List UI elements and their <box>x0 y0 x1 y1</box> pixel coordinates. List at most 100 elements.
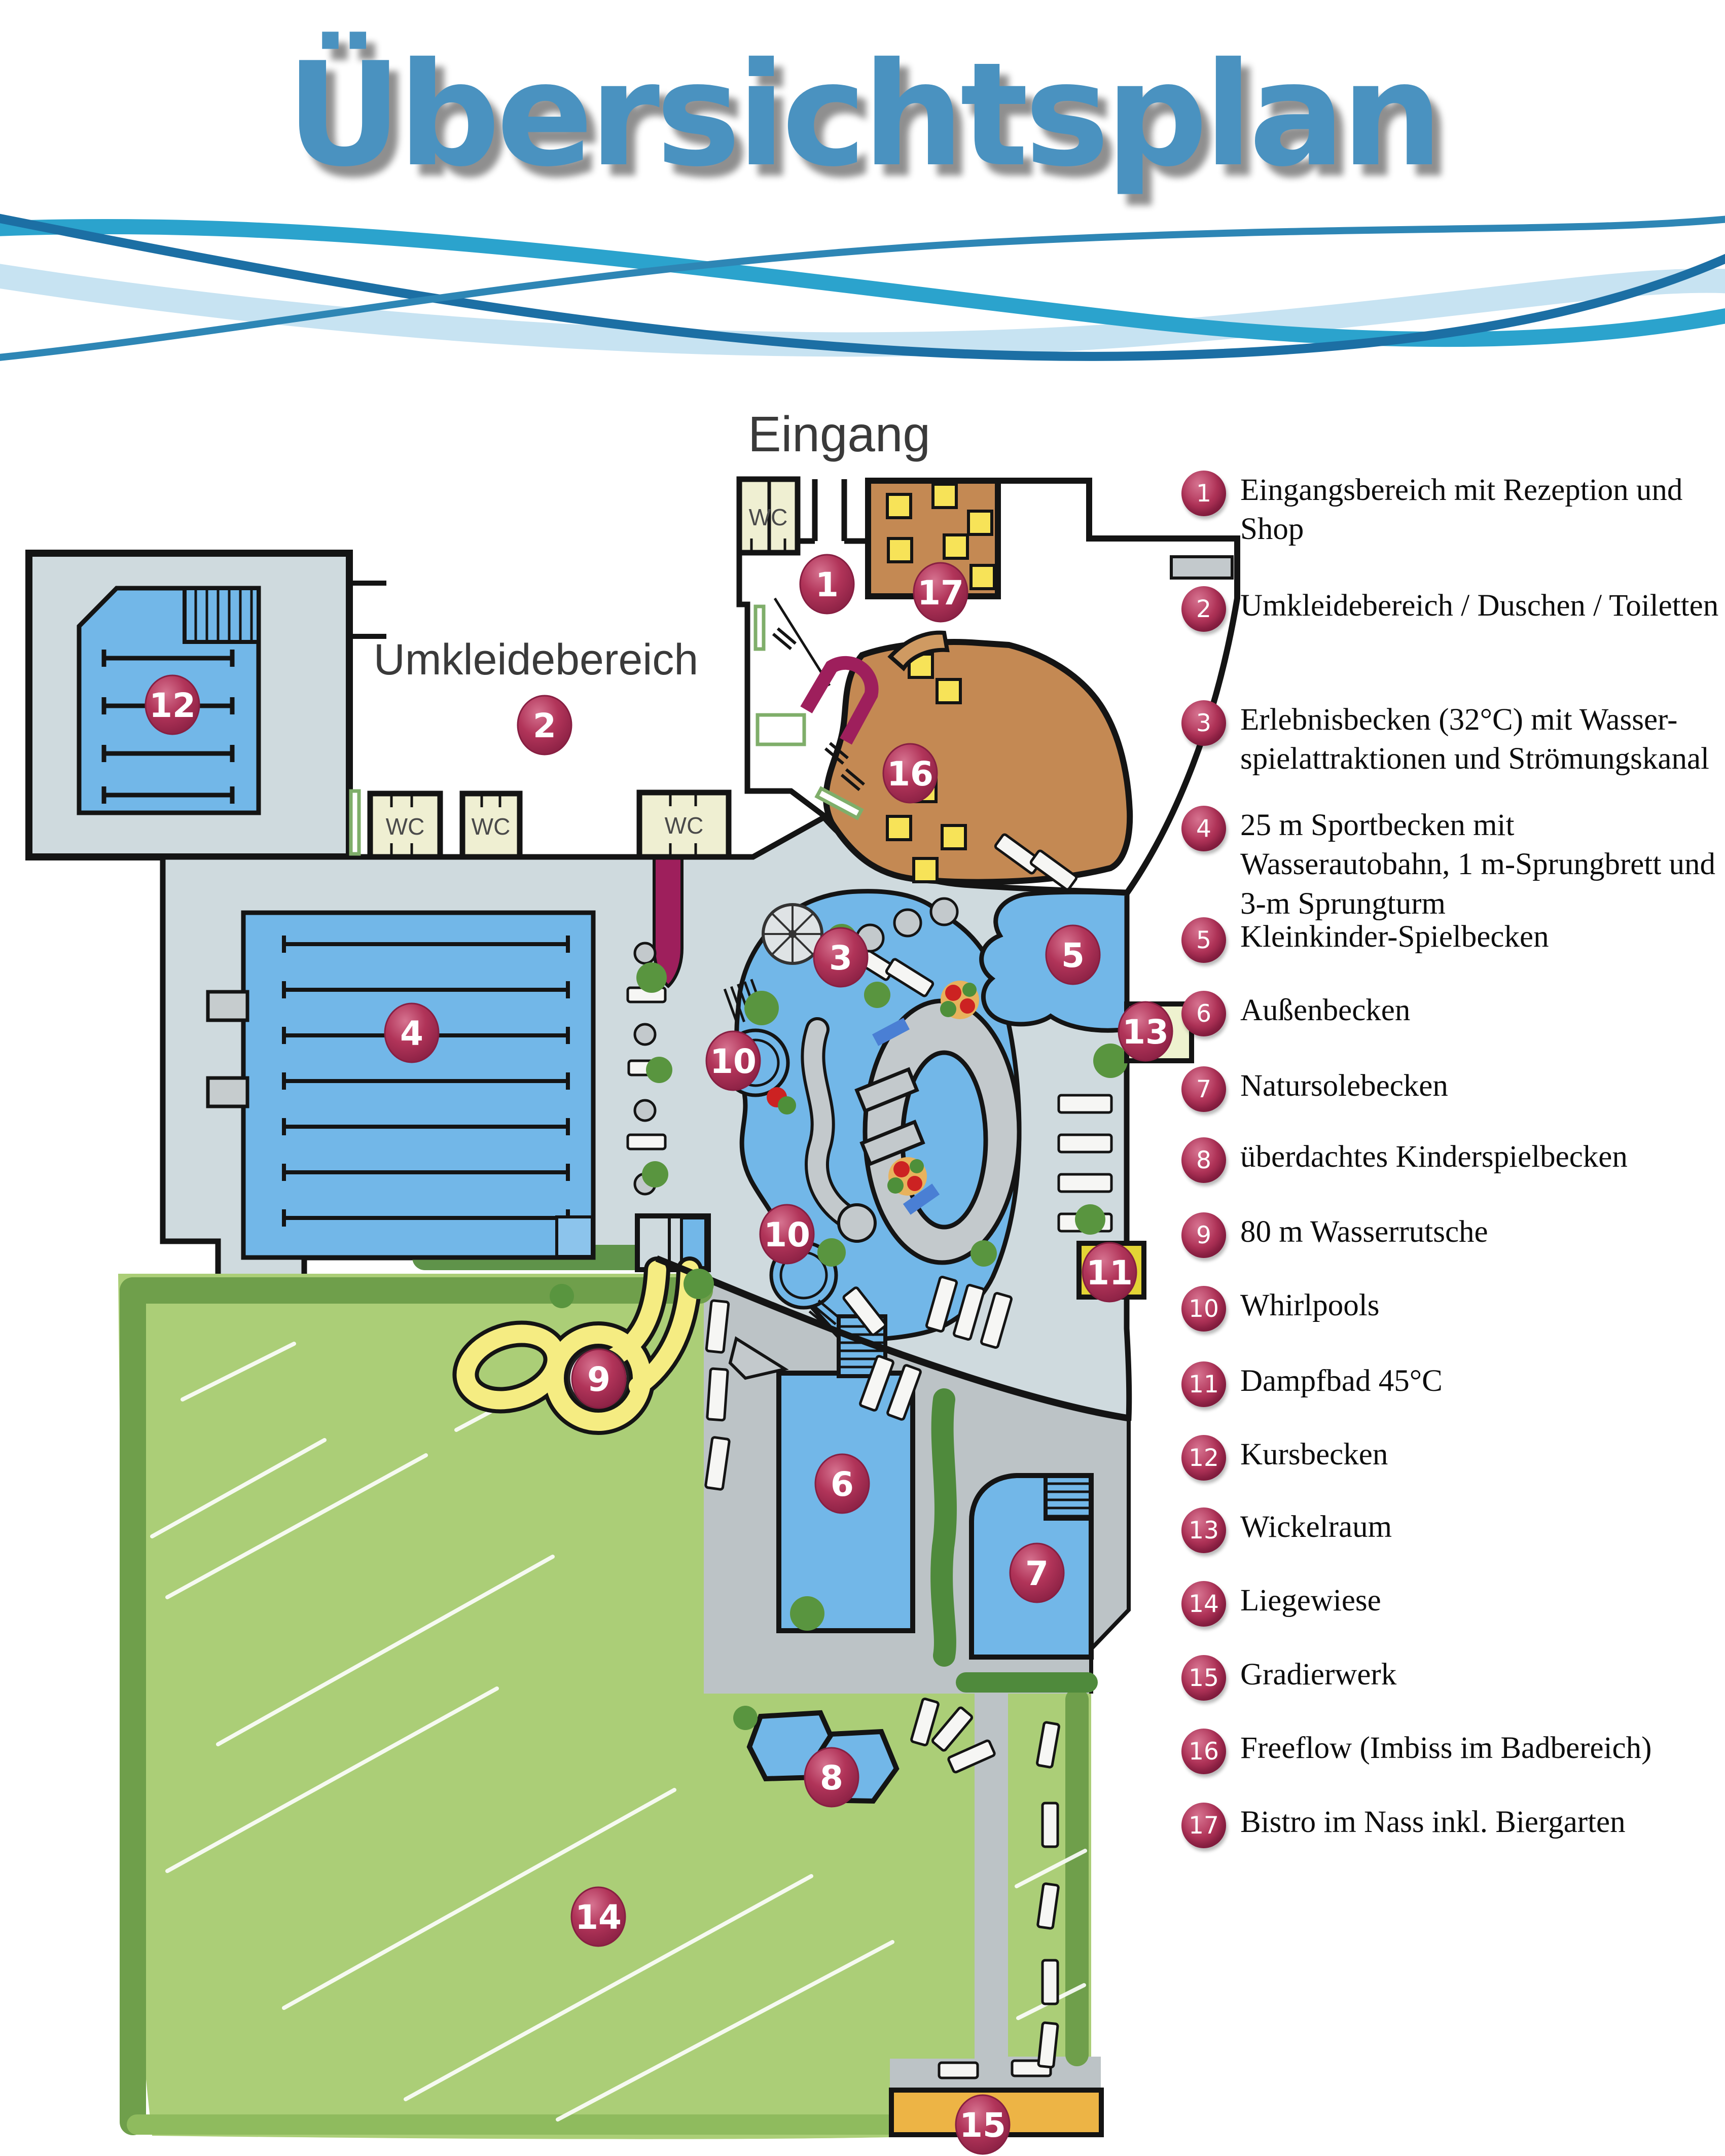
legend-badge: 4 <box>1181 806 1226 851</box>
legend-badge: 9 <box>1181 1212 1226 1258</box>
legend-item-11: 11 Dampfbad 45°C <box>1181 1361 1723 1407</box>
map-marker-1[interactable]: 1 <box>799 554 855 615</box>
map-marker-7[interactable]: 7 <box>1009 1542 1065 1603</box>
map-marker-10[interactable]: 10 <box>705 1030 761 1091</box>
marker-number: 1 <box>815 565 839 604</box>
marker-circle <box>145 674 200 735</box>
gradierwerk-apron <box>890 2057 1101 2090</box>
marker-number: 9 <box>587 1360 610 1399</box>
spiral-stair-icon <box>762 903 823 965</box>
marker-circle <box>1009 1542 1065 1603</box>
marker-circle <box>570 1886 626 1947</box>
legend-badge: 3 <box>1181 700 1226 746</box>
legend-label: Liegewiese <box>1240 1584 1381 1618</box>
wc-label: WC <box>386 813 425 840</box>
legend-label: Natursolebecken <box>1240 1069 1448 1103</box>
map-marker-17[interactable]: 17 <box>913 562 968 623</box>
liegewiese-lawn <box>118 1245 1091 2139</box>
marker-circle <box>813 927 869 988</box>
marker-circle <box>384 1002 440 1063</box>
marker-circle <box>814 1453 870 1514</box>
map-marker-13[interactable]: 13 <box>1118 1001 1173 1062</box>
legend-badge: 11 <box>1181 1361 1226 1407</box>
legend-item-16: 16 Freeflow (Imbiss im Badbereich) <box>1181 1729 1723 1774</box>
legend-badge: 2 <box>1181 586 1226 632</box>
legend-label: 80 m Wasserrutsche <box>1240 1215 1488 1249</box>
map-marker-2[interactable]: 2 <box>517 695 572 756</box>
diving-blocks <box>206 990 249 1108</box>
legend-label: Dampfbad 45°C <box>1240 1364 1443 1398</box>
map-marker-11[interactable]: 11 <box>1082 1242 1137 1303</box>
marker-circle <box>1082 1242 1137 1303</box>
legend-label: Freeflow (Imbiss im Badbereich) <box>1240 1731 1652 1765</box>
map-marker-16[interactable]: 16 <box>882 743 938 804</box>
legend-label: Bistro im Nass inkl. Biergarten <box>1240 1805 1626 1839</box>
legend-label: Umkleidebereich / Duschen / Toiletten <box>1240 589 1719 623</box>
legend-label: überdachtes Kinderspielbecken <box>1240 1140 1628 1174</box>
legend-label: Kursbecken <box>1240 1438 1388 1471</box>
marker-circle <box>517 695 572 756</box>
marker-number: 10 <box>764 1215 810 1254</box>
legend-label: Eingangsbereich mit Rezeption und Shop <box>1240 473 1683 547</box>
marker-number: 2 <box>533 706 556 745</box>
map-marker-6[interactable]: 6 <box>814 1453 870 1514</box>
legend-badge: 16 <box>1181 1729 1226 1774</box>
legend-badge: 17 <box>1181 1803 1226 1848</box>
legend-label: Erlebnisbecken (32°C) mit Wasser-spielat… <box>1240 703 1710 776</box>
legend-item-4: 4 25 m Sportbecken mit Wasserautobahn, 1 … <box>1181 806 1723 923</box>
legend-badge: 14 <box>1181 1581 1226 1627</box>
legend-item-17: 17 Bistro im Nass inkl. Biergarten <box>1181 1803 1723 1848</box>
map-marker-15[interactable]: 15 <box>955 2094 1011 2155</box>
map-marker-10[interactable]: 10 <box>759 1204 815 1265</box>
marker-circle <box>1045 924 1101 985</box>
marker-circle <box>955 2094 1011 2155</box>
marker-circle <box>705 1030 761 1091</box>
indoor-outdoor-wall <box>655 1255 1130 1422</box>
marker-number: 4 <box>400 1014 423 1053</box>
wc-rooms-hall <box>367 789 732 860</box>
marker-circle <box>799 554 855 615</box>
legend: 1 Eingangsbereich mit Rezeption und Shop 2… <box>1181 0 1725 2156</box>
wc-room-entrance <box>736 476 801 556</box>
map-marker-4[interactable]: 4 <box>384 1002 440 1063</box>
marker-number: 11 <box>1086 1253 1133 1292</box>
hedges <box>930 1388 1098 1693</box>
legend-badge: 5 <box>1181 917 1226 963</box>
wc-door-ticks <box>390 538 786 857</box>
map-marker-14[interactable]: 14 <box>570 1886 626 1947</box>
legend-label: 25 m Sportbecken mit Wasserautobahn, 1 m… <box>1240 808 1716 921</box>
legend-badge: 7 <box>1181 1066 1226 1112</box>
legend-item-7: 7 Natursolebecken <box>1181 1066 1723 1112</box>
legend-item-14: 14 Liegewiese <box>1181 1581 1723 1627</box>
wc-label: WC <box>749 504 788 530</box>
map-marker-3[interactable]: 3 <box>813 927 869 988</box>
reception-turnstile <box>800 656 879 745</box>
marker-number: 14 <box>575 1898 622 1937</box>
marker-circle <box>804 1747 859 1808</box>
marker-number: 17 <box>917 573 964 613</box>
map-marker-12[interactable]: 12 <box>145 674 200 735</box>
legend-label: Gradierwerk <box>1240 1658 1397 1692</box>
marker-number: 8 <box>820 1758 843 1798</box>
freeflow-terrace <box>823 630 1133 885</box>
marker-number: 7 <box>1025 1554 1049 1593</box>
legend-label: Whirlpools <box>1240 1288 1380 1322</box>
map-marker-8[interactable]: 8 <box>804 1747 859 1808</box>
map-marker-5[interactable]: 5 <box>1045 924 1101 985</box>
marker-number: 10 <box>710 1042 757 1081</box>
legend-badge: 6 <box>1181 991 1226 1036</box>
marker-number: 12 <box>149 686 196 725</box>
marker-circle <box>759 1204 815 1265</box>
legend-badge: 1 <box>1181 471 1226 516</box>
marker-circle <box>1118 1001 1173 1062</box>
map-marker-9[interactable]: 9 <box>571 1348 627 1409</box>
sportbecken-pool <box>206 910 596 1260</box>
bushes <box>550 924 1128 1730</box>
legend-item-2: 2 Umkleidebereich / Duschen / Toiletten <box>1181 586 1723 632</box>
turnstile-gates <box>772 627 865 792</box>
